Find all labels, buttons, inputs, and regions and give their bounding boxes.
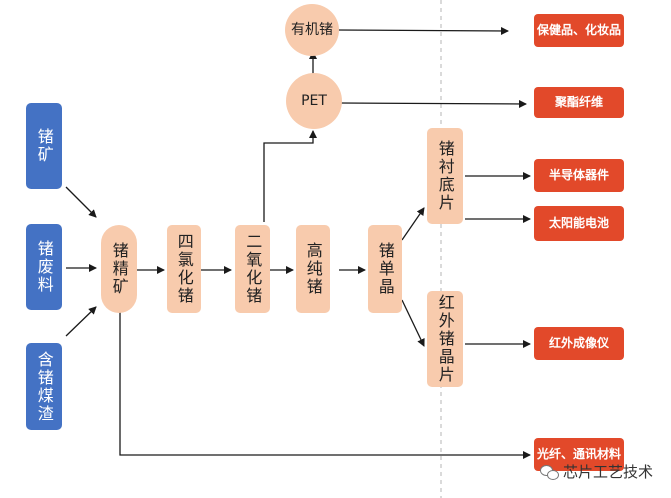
watermark: 芯片工艺技术 (539, 461, 653, 482)
app-fiber-communication: 光纤、通讯材料 (534, 438, 624, 471)
arrow-dioxide-to-pet (263, 130, 317, 222)
app-polyester-fiber: 聚酯纤维 (534, 87, 624, 118)
app-semiconductor: 半导体器件 (534, 159, 624, 192)
app-solar-cell: 太阳能电池 (534, 206, 624, 241)
wechat-icon (539, 464, 559, 480)
arrow-concentrate-to-fiber (119, 312, 531, 459)
app-health-cosmetics: 保健品、化妆品 (534, 14, 624, 47)
node-pet: PET (286, 73, 342, 129)
process-tetrachloride: 四氯化锗 (167, 225, 201, 313)
arrow-organic-to-health (336, 26, 509, 35)
process-substrate: 锗衬底片 (427, 128, 463, 224)
process-dioxide: 二氧化锗 (235, 225, 270, 313)
source-coal-slag: 含锗煤渣 (26, 343, 62, 430)
arrow-crystal-to-substrate (401, 207, 425, 241)
process-high-purity: 高纯锗 (296, 225, 330, 313)
node-organic-germanium: 有机锗 (285, 4, 339, 56)
app-infrared-imager: 红外成像仪 (534, 327, 624, 360)
arrow-pet-to-polyester (339, 99, 527, 108)
process-concentrate: 锗精矿 (101, 225, 137, 313)
arrow-ore-to-concentrate (65, 186, 97, 218)
source-germanium-waste: 锗废料 (26, 224, 62, 310)
watermark-text: 芯片工艺技术 (562, 463, 653, 481)
process-ir-wafer: 红外锗晶片 (427, 291, 463, 387)
source-germanium-ore: 锗矿 (26, 103, 62, 189)
process-single-crystal: 锗单晶 (368, 225, 402, 313)
arrow-crystal-to-irwafer (401, 299, 425, 347)
arrow-slag-to-concentrate (65, 306, 97, 337)
